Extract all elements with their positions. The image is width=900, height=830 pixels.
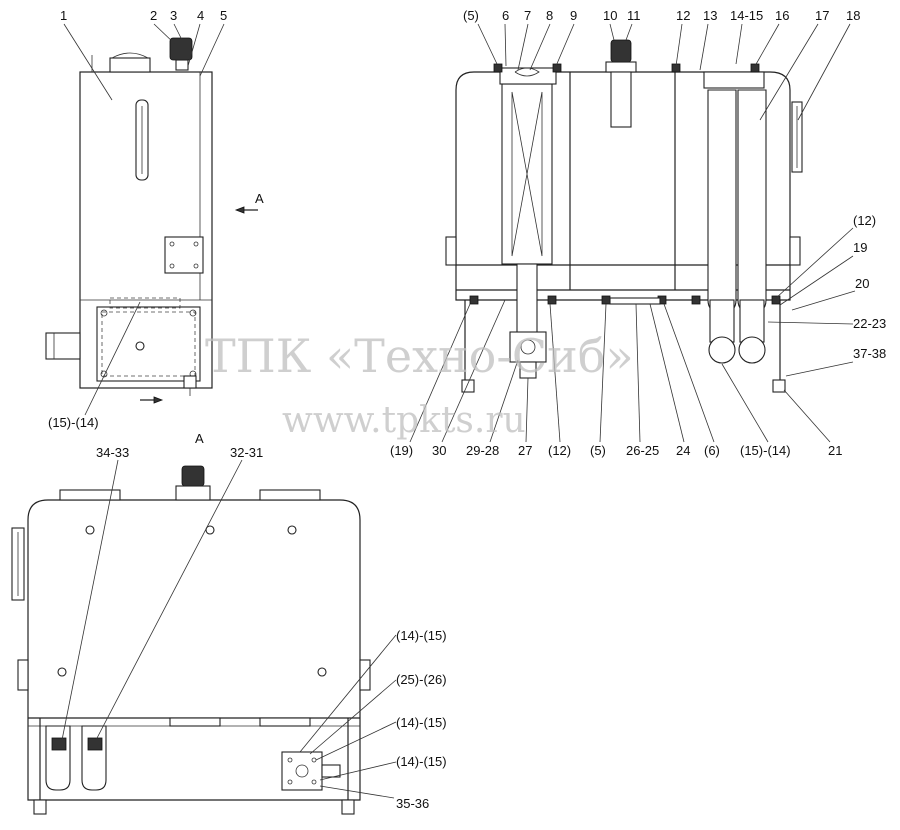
inspection-cover	[96, 306, 201, 382]
view-a: A	[11, 431, 447, 815]
callout-29-28: 29-28	[466, 443, 499, 458]
callout-14-15: 14-15	[730, 8, 763, 23]
callout-12-right: (12)	[853, 213, 876, 228]
front-view-tank-body	[455, 71, 791, 301]
callout-11: 11	[627, 8, 641, 23]
callout-5-top: (5)	[463, 8, 479, 23]
mounting-plate	[164, 236, 204, 274]
callout-1: 1	[60, 8, 67, 23]
callout-37-38: 37-38	[853, 346, 886, 361]
callout-24: 24	[676, 443, 690, 458]
return-pipes	[703, 71, 767, 364]
callout-4: 4	[197, 8, 204, 23]
callout-18: 18	[846, 8, 860, 23]
filler-cap	[109, 37, 193, 73]
front-section-view: (5) 6 7 8 9 10 11 12 13 14-15 16 17 18 (…	[390, 8, 886, 458]
callout-15-14-front: (15)-(14)	[740, 443, 791, 458]
callout-12-bottom: (12)	[548, 443, 571, 458]
callout-21: 21	[828, 443, 842, 458]
filter-element	[499, 67, 557, 335]
callout-16: 16	[775, 8, 789, 23]
callout-5-bottom: (5)	[590, 443, 606, 458]
callout-17: 17	[815, 8, 829, 23]
callout-30: 30	[432, 443, 446, 458]
watermark-company: ТПК «Техно-Сиб»	[205, 329, 634, 383]
callout-26-25: 26-25	[626, 443, 659, 458]
watermark: ТПК «Техно-Сиб» www.tpkts.ru	[205, 329, 634, 441]
view-arrow-letter: A	[255, 191, 264, 206]
side-view: A 1 2 3 4 5 (15)-(14)	[45, 8, 264, 430]
callout-10: 10	[603, 8, 617, 23]
view-a-valve-block	[281, 751, 341, 791]
callout-5: 5	[220, 8, 227, 23]
callout-6-bottom: (6)	[704, 443, 720, 458]
callout-14-15-b: (14)-(15)	[396, 715, 447, 730]
callout-12-top: 12	[676, 8, 690, 23]
outlet-fitting	[509, 331, 547, 379]
callout-9: 9	[570, 8, 577, 23]
callout-19-bottom: (19)	[390, 443, 413, 458]
fasteners	[469, 63, 781, 305]
view-a-breather	[175, 465, 211, 501]
callout-6: 6	[502, 8, 509, 23]
callout-2: 2	[150, 8, 157, 23]
callout-32-31: 32-31	[230, 445, 263, 460]
callout-8: 8	[546, 8, 553, 23]
view-a-title: A	[195, 431, 204, 446]
callout-3: 3	[170, 8, 177, 23]
callout-14-15-a: (14)-(15)	[396, 628, 447, 643]
view-a-tank-body	[27, 499, 361, 801]
callout-15-14-side: (15)-(14)	[48, 415, 99, 430]
callout-7: 7	[524, 8, 531, 23]
callout-27: 27	[518, 443, 532, 458]
breather	[605, 39, 637, 128]
callout-22-23: 22-23	[853, 316, 886, 331]
watermark-url: www.tpkts.ru	[282, 400, 526, 441]
callout-25-26: (25)-(26)	[396, 672, 447, 687]
callout-34-33: 34-33	[96, 445, 129, 460]
side-port	[45, 332, 81, 360]
callout-13: 13	[703, 8, 717, 23]
callout-20: 20	[855, 276, 869, 291]
callout-14-15-c: (14)-(15)	[396, 754, 447, 769]
callout-35-36: 35-36	[396, 796, 429, 811]
callout-19: 19	[853, 240, 867, 255]
